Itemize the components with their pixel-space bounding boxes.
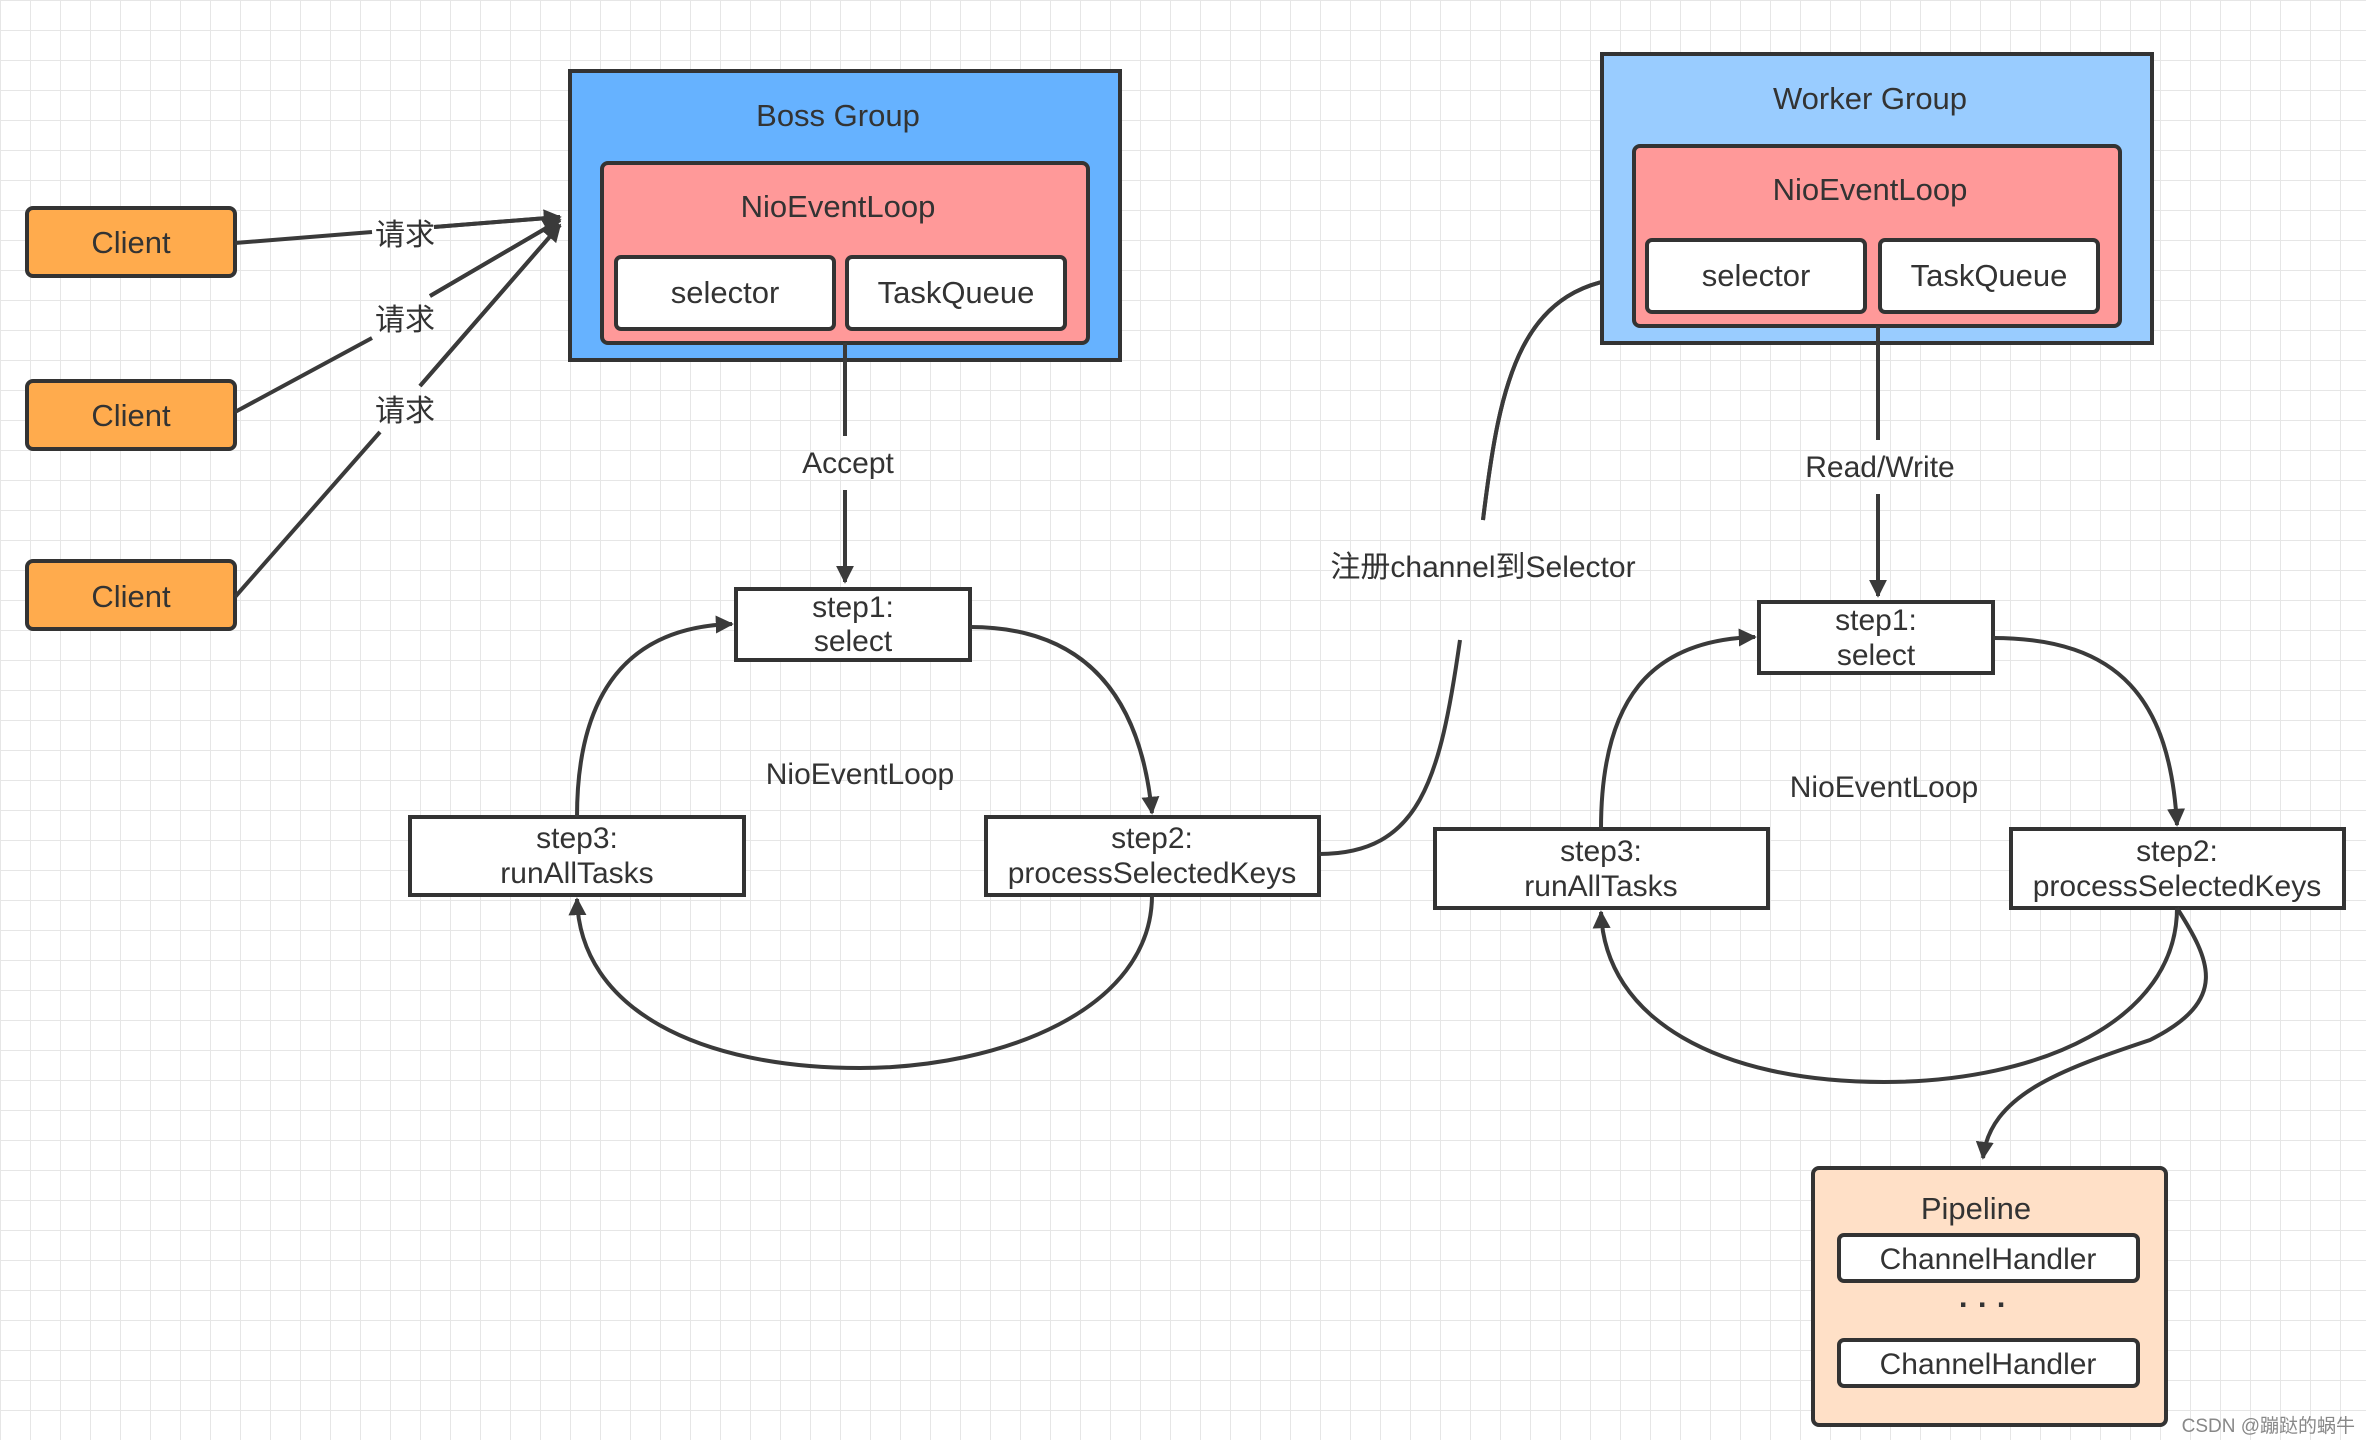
boss-taskqueue-box: [845, 255, 1067, 331]
boss-selector-label: selector: [671, 275, 780, 310]
client-1: Client: [25, 206, 237, 278]
client-1-label: Client: [91, 225, 171, 260]
client-2: Client: [25, 379, 237, 451]
worker-loop-center-label: NioEventLoop: [1790, 771, 1978, 804]
boss-group: Boss Group NioEventLoop selector TaskQue…: [568, 69, 1122, 362]
boss-step2: step2: processSelectedKeys: [984, 815, 1321, 897]
worker-step1: step1: select: [1757, 600, 1995, 675]
boss-event-loop-title: NioEventLoop: [741, 189, 936, 224]
worker-selector-box: [1645, 238, 1867, 314]
client-3: Client: [25, 559, 237, 631]
request-arrow-2: [428, 218, 562, 298]
pipeline: Pipeline ChannelHandler · · · ChannelHan…: [1811, 1166, 2168, 1427]
boss-loop-center-label: NioEventLoop: [766, 758, 954, 791]
worker-step2-line2: processSelectedKeys: [2033, 870, 2322, 903]
boss-step2-line2: processSelectedKeys: [1008, 857, 1297, 890]
worker-step1-to-step2: [1992, 636, 2186, 827]
worker-taskqueue-label: TaskQueue: [1911, 258, 2068, 293]
client-3-label: Client: [91, 579, 171, 614]
worker-step1-line2: select: [1837, 639, 1916, 672]
client-2-label: Client: [91, 398, 171, 433]
register-arrow: [1481, 268, 1642, 521]
boss-step3-line1: step3:: [536, 822, 618, 855]
pipeline-title: Pipeline: [1921, 1191, 2031, 1226]
boss-step3-line2: runAllTasks: [500, 857, 653, 890]
boss-group-title: Boss Group: [756, 98, 920, 133]
boss-taskqueue-label: TaskQueue: [878, 275, 1035, 310]
worker-taskqueue-box: [1878, 238, 2100, 314]
boss-step1-line2: select: [814, 625, 893, 658]
worker-step1-line1: step1:: [1835, 604, 1917, 637]
worker-step3-line2: runAllTasks: [1524, 870, 1677, 903]
request-label-2: 请求: [375, 304, 435, 337]
worker-step3: step3: runAllTasks: [1433, 827, 1770, 910]
worker-step3-to-step1: [1599, 628, 1757, 830]
worker-selector-label: selector: [1702, 258, 1811, 293]
worker-event-loop-title: NioEventLoop: [1773, 172, 1968, 207]
request-arrow-1: [433, 209, 562, 229]
request-arrow-3: [418, 223, 562, 388]
worker-group-title: Worker Group: [1773, 81, 1967, 116]
boss-step3: step3: runAllTasks: [408, 815, 746, 897]
worker-step3-line1: step3:: [1560, 835, 1642, 868]
worker-step2-line1: step2:: [2136, 835, 2218, 868]
pipeline-ellipsis: · · ·: [1959, 1287, 2007, 1322]
boss-step3-to-step1: [575, 615, 734, 818]
step2-to-pipeline-edge: [1975, 906, 2208, 1160]
boss-step2-to-step3: [568, 894, 1154, 1071]
accept-label: Accept: [802, 447, 894, 480]
read-write-label: Read/Write: [1805, 451, 1955, 484]
worker-step2-to-step3: [1592, 907, 2179, 1085]
channel-handler-2-label: ChannelHandler: [1880, 1348, 2097, 1381]
register-label: 注册channel到Selector: [1330, 551, 1635, 584]
request-label-1: 请求: [375, 219, 435, 252]
boss-selector-box: [614, 255, 836, 331]
boss-step1-to-step2: [969, 625, 1160, 815]
worker-step2: step2: processSelectedKeys: [2009, 827, 2346, 910]
channel-handler-1: [1837, 1233, 2140, 1283]
channel-handler-2: [1837, 1338, 2140, 1388]
watermark: CSDN @蹦跶的蜗牛: [2182, 1415, 2355, 1437]
boss-step1: step1: select: [734, 587, 972, 662]
channel-handler-1-label: ChannelHandler: [1880, 1243, 2097, 1276]
boss-step2-line1: step2:: [1111, 822, 1193, 855]
request-label-3: 请求: [375, 395, 435, 428]
boss-step1-line1: step1:: [812, 591, 894, 624]
worker-group: Worker Group NioEventLoop selector TaskQ…: [1600, 52, 2154, 345]
